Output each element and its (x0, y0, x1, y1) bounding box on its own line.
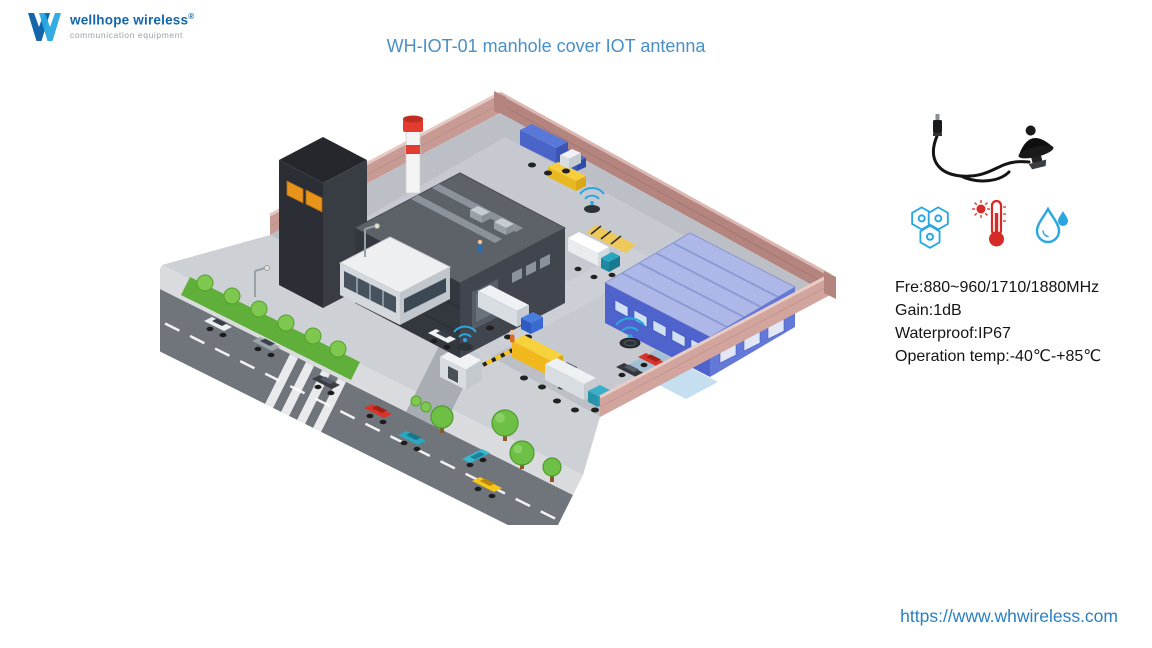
car (204, 317, 232, 338)
tree (430, 405, 454, 433)
page-title: WH-IOT-01 manhole cover IOT antenna (386, 36, 706, 56)
manhole-antenna (615, 317, 645, 349)
thermometer-sun-icon (972, 199, 1006, 247)
chimney (403, 115, 423, 194)
cable-connector (933, 114, 942, 136)
brand-tagline: communication equipment (70, 29, 184, 40)
car (312, 375, 340, 396)
car (364, 404, 392, 425)
hatched-walkway (586, 225, 636, 253)
brand-name: wellhope wireless® (70, 12, 195, 28)
website-link[interactable]: https://www.whwireless.com (900, 606, 1118, 626)
manhole-antenna (579, 187, 605, 213)
perimeter-wall-front (599, 271, 836, 417)
hedge (181, 274, 360, 380)
cable (931, 134, 1031, 183)
bush (410, 395, 432, 413)
water-drops-icon (1035, 206, 1068, 244)
office-annex (338, 236, 452, 325)
spec-operation-temp: Operation temp:-40℃-+85℃ (895, 348, 1102, 365)
tower-building (279, 137, 367, 308)
tree (491, 409, 519, 441)
spec-gain: Gain:1dB (895, 302, 962, 319)
tree (509, 440, 535, 469)
feature-icons (911, 199, 1068, 249)
person (477, 239, 483, 253)
street-lamp (254, 265, 270, 297)
car (472, 477, 502, 499)
isometric-factory-illustration (160, 91, 836, 525)
gate-barrier (482, 348, 514, 367)
truck (568, 232, 620, 280)
truck (478, 285, 543, 340)
car (428, 329, 456, 350)
truck (520, 124, 581, 176)
w-logo-icon (28, 13, 61, 41)
spec-frequency: Fre:880~960/1710/1880MHz (895, 279, 1100, 296)
car (462, 449, 490, 468)
product-photo-antenna (931, 114, 1054, 183)
car (398, 431, 426, 452)
street-lamp (364, 223, 380, 257)
manhole-antenna (453, 325, 477, 351)
spec-waterproof: Waterproof:IP67 (895, 325, 1011, 342)
antenna-head (1018, 125, 1054, 170)
hexagon-molecule-icon (911, 206, 949, 249)
registered-mark: ® (188, 12, 195, 21)
brand-logo: wellhope wireless® communication equipme… (28, 12, 194, 42)
car (252, 337, 280, 358)
tree (542, 457, 562, 482)
person (509, 329, 515, 343)
spec-list: Fre:880~960/1710/1880MHz Gain:1dB Waterp… (895, 276, 1101, 368)
